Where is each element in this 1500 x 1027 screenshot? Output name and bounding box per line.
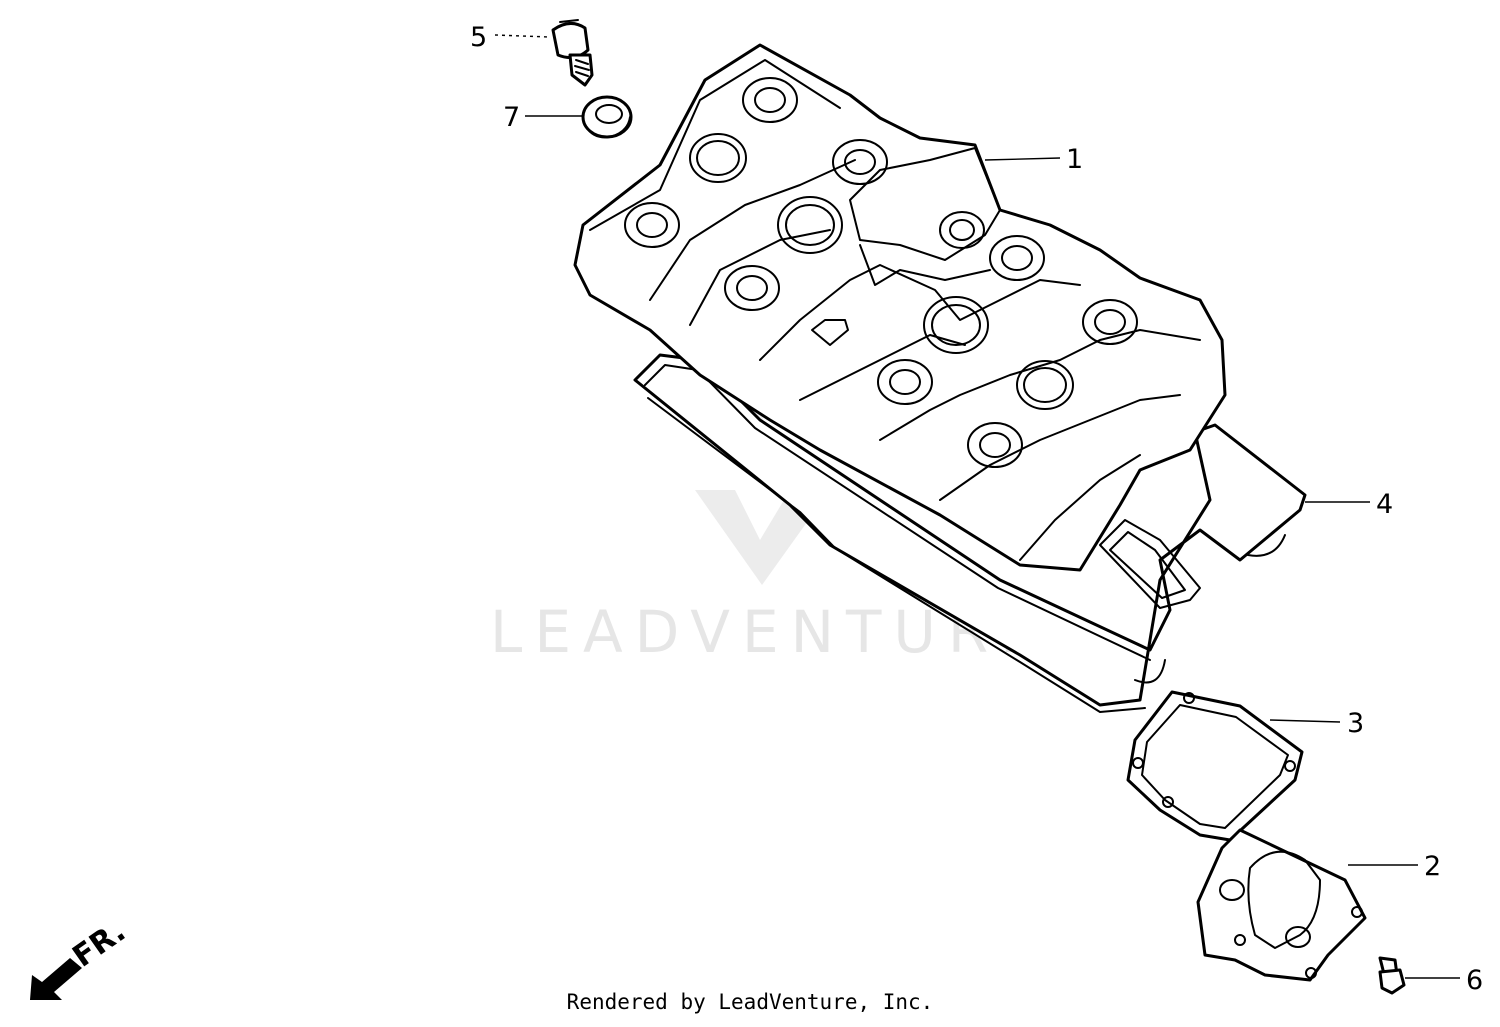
front-arrow-icon [30, 958, 82, 1000]
cylinder-head-cover-gasket[interactable] [633, 353, 1307, 713]
callout-3: 3 [1347, 708, 1364, 739]
callout-5: 5 [470, 22, 487, 53]
leader-lines [494, 34, 1460, 979]
callout-4: 4 [1376, 489, 1393, 520]
footer-credit: Rendered by LeadVenture, Inc. [566, 990, 934, 1014]
breather-cover[interactable] [1196, 828, 1367, 982]
bolt-6[interactable] [1378, 956, 1406, 995]
callout-1: 1 [1066, 144, 1083, 175]
callout-2: 2 [1424, 851, 1441, 882]
callouts: 1 2 3 4 5 6 7 [470, 22, 1483, 996]
front-direction-indicator: FR. [30, 914, 132, 1000]
watermark: LEADVENTURE [490, 390, 1037, 666]
breather-cover-gasket[interactable] [1126, 690, 1304, 842]
washer-7[interactable] [581, 95, 633, 139]
bolt-5[interactable] [551, 19, 594, 87]
leadventure-logo-icon [695, 390, 830, 585]
callout-7: 7 [503, 102, 520, 133]
cylinder-head-cover[interactable] [573, 43, 1227, 572]
callout-6: 6 [1466, 965, 1483, 996]
